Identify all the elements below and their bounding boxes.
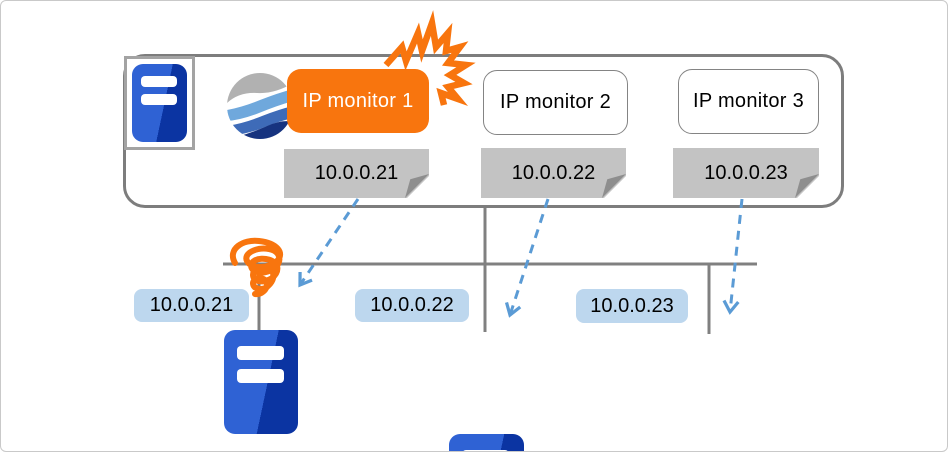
monitor-box-2: IP monitor 2 [483, 70, 628, 135]
ip-chip-1: 10.0.0.21 [134, 289, 249, 322]
ip-chip-text: 10.0.0.22 [370, 294, 454, 316]
monitor-label: IP monitor 1 [302, 89, 414, 112]
monitor-box-1: IP monitor 1 [287, 69, 429, 133]
ip-note-text: 10.0.0.22 [511, 161, 596, 184]
ip-note-text: 10.0.0.21 [314, 162, 399, 184]
server-icon [449, 434, 524, 451]
coil-scribble-icon [230, 237, 284, 298]
server-slot-bar [141, 76, 177, 87]
dashed-arrow-icon [298, 198, 360, 288]
server-icon [224, 330, 298, 434]
ip-chip-2: 10.0.0.22 [355, 289, 469, 322]
dashed-arrow-icon [722, 198, 744, 315]
ip-chip-3: 10.0.0.23 [576, 289, 688, 323]
globe-waves-logo-icon [227, 73, 293, 139]
ip-chip-text: 10.0.0.23 [590, 294, 674, 317]
dashed-arrow-icon [504, 198, 550, 318]
crash-burst-icon [383, 10, 476, 106]
ip-chip-text: 10.0.0.21 [149, 294, 234, 316]
server-slot-bar [237, 369, 284, 383]
cluster-server-frame [124, 56, 195, 150]
server-icon [132, 64, 187, 142]
monitor-label: IP monitor 2 [499, 91, 612, 113]
monitor-box-3: IP monitor 3 [678, 69, 819, 134]
ip-note-text: 10.0.0.23 [704, 161, 788, 184]
server-slot-bar [237, 346, 284, 360]
server-slot-bar [141, 94, 177, 105]
ip-note-3: 10.0.0.23 [673, 148, 819, 198]
monitor-label: IP monitor 3 [692, 90, 805, 112]
server-slot-bar [462, 450, 509, 451]
ip-note-1: 10.0.0.21 [284, 149, 429, 198]
